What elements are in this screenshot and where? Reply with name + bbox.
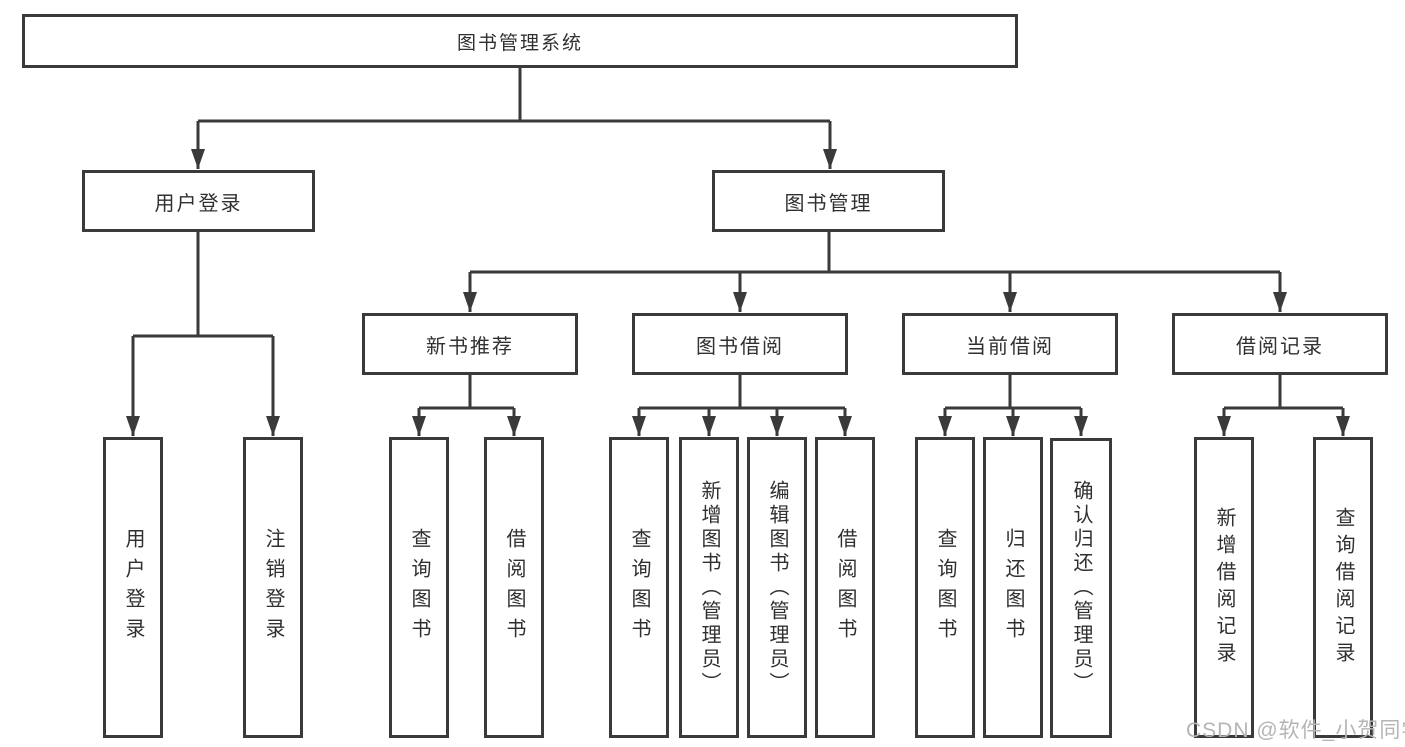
connector-trunks [133,68,1343,410]
leaf-query-borrow-record: 查询借阅记录 [1313,437,1373,738]
leaf-query-books-borrow: 查询图书 [609,437,669,738]
leaf-borrow-books-recommend: 借阅图书 [484,437,544,738]
leaf-add-borrow-record: 新增借阅记录 [1194,437,1254,738]
leaf-return-books: 归还图书 [983,437,1043,738]
node-root-system: 图书管理系统 [22,14,1018,68]
node-book-management: 图书管理 [712,170,945,232]
node-borrow-records: 借阅记录 [1172,313,1388,375]
node-current-borrow: 当前借阅 [902,313,1118,375]
leaf-user-login: 用户登录 [103,437,163,738]
leaf-confirm-return-admin: 确认归还（管理员） [1050,438,1112,738]
node-new-book-recommend: 新书推荐 [362,313,578,375]
leaf-edit-book-admin: 编辑图书（管理员） [747,437,807,738]
leaf-query-books-current: 查询图书 [915,437,975,738]
leaf-add-book-admin: 新增图书（管理员） [679,437,739,738]
leaf-borrow-books: 借阅图书 [815,437,875,738]
csdn-watermark: CSDN @软件_小贺同学 [1186,719,1405,742]
leaf-query-books-recommend: 查询图书 [389,437,449,738]
node-user-login: 用户登录 [82,170,315,232]
leaf-logout: 注销登录 [243,437,303,738]
node-book-borrow: 图书借阅 [632,313,848,375]
connector-arrows [126,121,1350,436]
